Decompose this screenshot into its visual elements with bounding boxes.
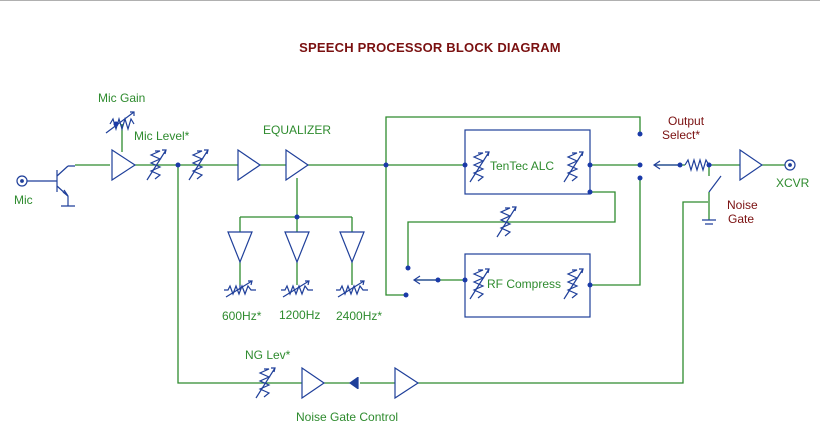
alc-pot-left [469,151,490,183]
label-mic-gain: Mic Gain [98,91,145,105]
label-mic-level: Mic Level* [134,129,190,143]
alc-top-route [385,116,641,165]
node-alc-split [383,162,389,168]
eq-pot-1200 [281,280,313,298]
node-rf-in [462,277,468,283]
label-output: Output [668,114,705,128]
eq-pot-600 [224,280,256,298]
diagram-title: SPEECH PROCESSOR BLOCK DIAGRAM [299,40,561,55]
node-out-sel-bot [637,175,643,181]
alc-feedback [407,191,616,268]
level-pot-2 [188,149,209,181]
eq-pot-2400 [336,280,368,298]
ng-amp-2-icon [394,366,420,400]
node-out-res [706,162,712,168]
rf-out-wire [590,178,641,286]
signal-wires [75,116,785,384]
eq-amp-2400-icon [339,231,365,264]
ng-control-wire [177,165,708,384]
label-1200hz: 1200Hz [279,308,320,322]
label-tentec-alc: TenTec ALC [490,159,554,173]
label-noise-gate-control: Noise Gate Control [296,410,398,424]
ng-amp-1-icon [301,366,326,400]
output-amp-icon [739,148,764,182]
tentec-alc-block [464,129,591,195]
node-alc-fb [587,189,593,195]
label-mic: Mic [14,193,33,207]
node-alc-out [587,162,593,168]
rf-pot-left [469,268,490,300]
feedback-pot [496,206,517,238]
amp-2-icon [237,148,262,182]
label-2400hz: 2400Hz* [336,309,382,323]
node-out-arrow [677,162,683,168]
node-rf-out [587,282,593,288]
node-out-sel-mid [637,162,643,168]
junction-nodes [113,121,712,298]
mic-level-pot [146,149,167,181]
node-split-ng [175,162,181,168]
rf-feed [385,165,406,296]
rf-compress-block [464,253,591,318]
mic-gain-pot [105,111,135,134]
node-rf-arrow [435,277,441,283]
amp-3-icon [285,148,310,182]
label-gate: Gate [728,212,754,226]
ng-lev-pot [255,367,276,399]
top-border [0,0,820,1]
output-select-switch [652,160,680,170]
label-noise: Noise [727,198,758,212]
label-select: Select* [662,128,700,142]
label-rf-compress: RF Compress [487,277,561,291]
node-mic-gain-input [113,121,119,127]
node-eq [294,214,300,220]
node-rf-sel-top [405,265,411,271]
alc-pot-right [563,151,584,183]
label-600hz: 600Hz* [222,309,262,323]
eq-pot-wires [239,262,353,285]
diode-icon [348,376,359,390]
rf-pot-right [563,268,584,300]
components [16,111,796,400]
label-ng-lev: NG Lev* [245,348,291,362]
output-resistor [684,157,712,173]
node-rf-sel-bot [403,292,409,298]
transistor-icon [52,165,75,207]
eq-bus [239,178,353,232]
amp-1-icon [111,148,137,182]
node-alc-in [462,162,468,168]
label-xcvr: XCVR [776,176,810,190]
eq-amp-1200-icon [284,231,310,264]
rf-input-switch [412,275,438,285]
label-equalizer: EQUALIZER [263,123,331,137]
noise-gate-switch [702,175,722,225]
node-out-sel-top [637,131,643,137]
eq-amp-600-icon [227,231,253,264]
